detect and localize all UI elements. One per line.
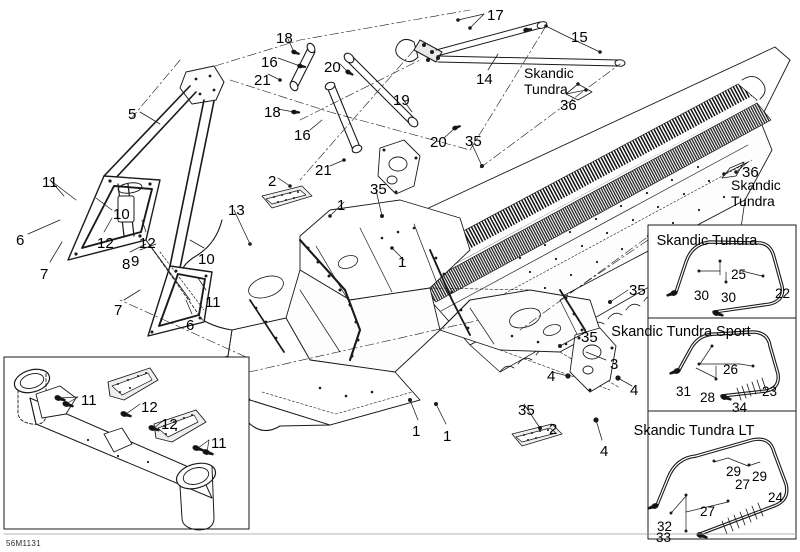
callout-16: 16 [261,54,278,71]
callout-12: 12 [141,399,158,416]
callout-32: 32 [657,519,673,534]
callout-1: 1 [412,423,421,440]
callout-19: 19 [393,92,410,109]
callout-23: 23 [762,384,778,399]
callout-35: 35 [629,282,646,299]
callout-6: 6 [16,232,25,249]
callout-9: 9 [131,253,140,270]
callout-11: 11 [211,435,227,452]
callout-29: 29 [726,464,742,479]
callout-36: 36 [560,97,577,114]
callout-35: 35 [465,133,482,150]
callout-18: 18 [264,104,281,121]
phantom-lines [119,9,661,373]
callout-11: 11 [42,174,58,191]
callout-1: 1 [443,428,452,445]
callout-15: 15 [571,29,588,46]
callout-7: 7 [40,266,49,283]
callout-27: 27 [735,477,751,492]
panel-art-sport [647,317,797,412]
callout-21: 21 [254,72,271,89]
panel-art-tundra [647,224,797,319]
callout-24: 24 [768,490,784,505]
callout-13: 13 [228,202,245,219]
panel-skandic-tundra-sport-title: Skandic Tundra Sport [611,324,751,340]
panel-art-lt [646,410,797,541]
callout-4: 4 [547,368,556,385]
callout-26: 26 [723,362,739,377]
document-watermark: 56M1131 [6,539,41,548]
callout-1: 1 [398,254,407,271]
callout-30: 30 [694,288,710,303]
panel-skandic-tundra-lt-title: Skandic Tundra LT [633,423,755,439]
callout-30: 30 [721,290,737,305]
callout-12: 12 [139,235,156,252]
model-label-track-upper: Skandic Tundra [524,65,574,97]
callout-2: 2 [549,421,558,438]
callout-21: 21 [315,162,332,179]
front-suspension-frame [67,65,225,337]
mount-plate-upper [261,185,313,209]
callout-36: 36 [742,164,759,181]
callout-20: 20 [324,59,341,76]
callout-14: 14 [476,71,493,88]
callout-12: 12 [161,416,178,433]
callout-35: 35 [518,402,535,419]
callout-10: 10 [198,251,215,268]
callout-33: 33 [656,530,672,545]
callout-1: 1 [337,197,346,214]
callout-8: 8 [122,256,131,273]
main-chassis-frame [227,199,621,432]
bracket-36 [565,83,745,179]
shock-rods [289,42,419,154]
callout-22: 22 [775,286,791,301]
callout-35: 35 [581,329,598,346]
callout-28: 28 [700,390,716,405]
callout-5: 5 [128,106,137,123]
callout-31: 31 [676,384,692,399]
support-bracket-upper [377,139,421,195]
steering-linkage [395,21,626,67]
callout-4: 4 [630,382,639,399]
callout-3: 3 [610,356,619,373]
callout-6: 6 [186,317,195,334]
callout-27: 27 [700,504,716,519]
callout-2: 2 [268,173,277,190]
callout-18: 18 [276,30,293,47]
callout-10: 10 [113,206,130,223]
callout-29: 29 [752,469,768,484]
callout-20: 20 [430,134,447,151]
callout-35: 35 [370,181,387,198]
callout-4: 4 [600,443,609,460]
callout-12: 12 [97,235,114,252]
leader-dots [248,18,738,430]
callout-34: 34 [732,400,748,415]
support-bracket-lower-right [569,327,617,393]
callout-25: 25 [731,267,747,282]
callout-11: 11 [81,392,97,409]
callout-11: 11 [205,294,221,311]
callout-17: 17 [487,7,504,24]
panel-skandic-tundra-title: Skandic Tundra [656,233,758,249]
leader-lines [27,13,749,441]
callout-7: 7 [114,302,123,319]
inset-front-axle-art [3,356,250,531]
callout-16: 16 [294,127,311,144]
model-label-track-lower: Skandic Tundra [731,177,781,209]
